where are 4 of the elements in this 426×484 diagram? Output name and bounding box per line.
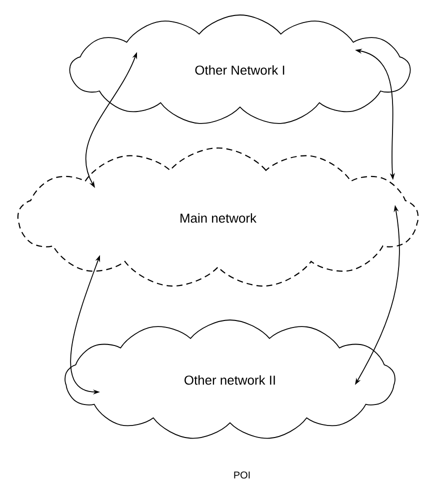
cloud: Main network bbox=[17, 147, 419, 287]
cloud: Other network II bbox=[64, 320, 396, 439]
caption: POI bbox=[234, 471, 250, 479]
cloud: Other Network I bbox=[69, 14, 411, 124]
